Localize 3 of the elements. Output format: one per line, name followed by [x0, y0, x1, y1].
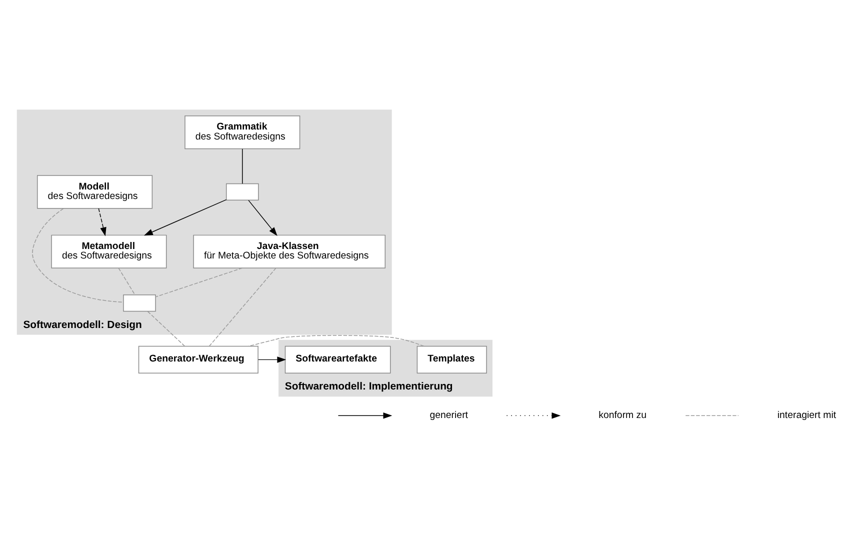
- legend-label: interagiert mit: [777, 410, 836, 422]
- legend-label: generiert: [430, 410, 468, 422]
- legend-label: konform zu: [598, 410, 647, 422]
